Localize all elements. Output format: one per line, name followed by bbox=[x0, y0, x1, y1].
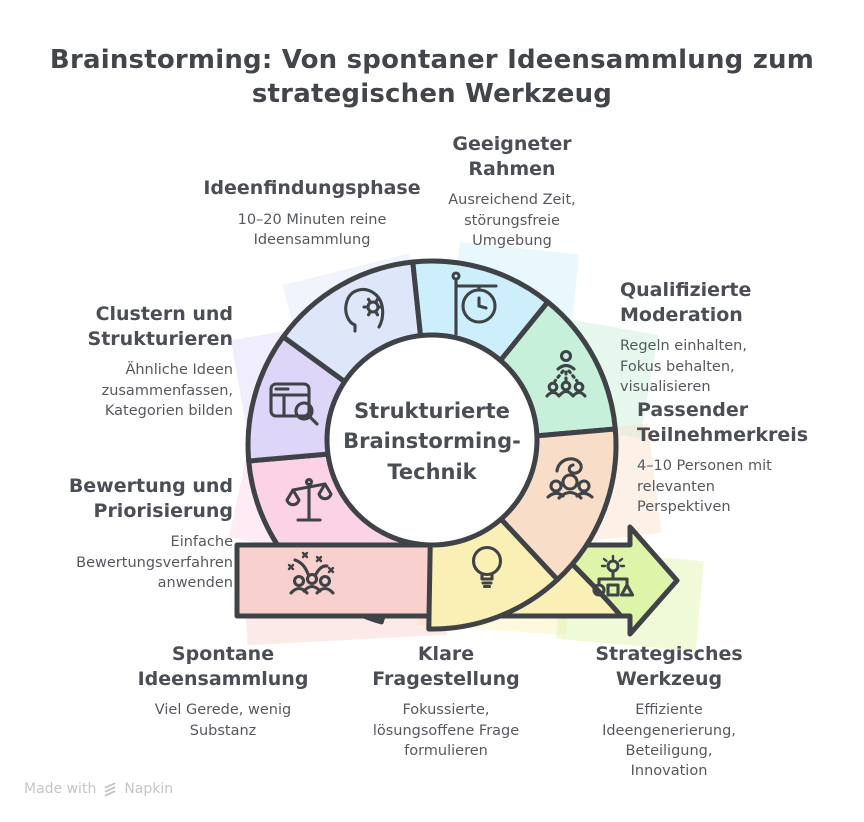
group-icon bbox=[546, 457, 594, 500]
center-circle bbox=[324, 332, 540, 548]
moderation-icon bbox=[545, 349, 587, 398]
band-spontane-ideensammlung bbox=[234, 542, 435, 619]
label-passender-teilnehmerkreis: Passender Teilnehmerkreis 4–10 Personen … bbox=[637, 398, 827, 517]
label-geeigneter-rahmen: Geeigneter Rahmen Ausreichend Zeit, stör… bbox=[412, 132, 612, 251]
step-body: Ähnliche Ideen zusammenfassen, Kategorie… bbox=[101, 362, 233, 419]
label-bewertung-priorisierung: Bewertung und Priorisierung Einfache Bew… bbox=[0, 474, 233, 593]
brand-text: Napkin bbox=[124, 781, 174, 797]
step-body: Einfache Bewertungsverfahren anwenden bbox=[76, 534, 233, 591]
head-gear-icon bbox=[344, 287, 385, 333]
step-body: 10–20 Minuten reine Ideensammlung bbox=[237, 211, 387, 248]
step-title: Spontane Ideensammlung bbox=[137, 643, 309, 690]
scale-icon bbox=[285, 477, 333, 522]
napkin-logo-icon bbox=[104, 782, 116, 797]
strategy-icon bbox=[592, 554, 635, 597]
made-with-text: Made with bbox=[24, 781, 97, 797]
step-body: Effiziente Ideengenerierung, Beteiligung… bbox=[602, 702, 736, 780]
crowd-chaos-icon bbox=[287, 551, 335, 595]
step-body: Ausreichend Zeit, störungsfreie Umgebung bbox=[448, 192, 576, 249]
step-title: Clustern und Strukturieren bbox=[87, 303, 233, 350]
step-title: Strategisches Werkzeug bbox=[595, 643, 743, 690]
step-title: Geeigneter Rahmen bbox=[452, 133, 572, 180]
step-body: Viel Gerede, wenig Substanz bbox=[154, 702, 292, 739]
step-body: Fokussierte, lösungsoffene Frage formuli… bbox=[372, 702, 520, 759]
step-body: 4–10 Personen mit relevanten Perspektive… bbox=[637, 458, 772, 515]
step-title: Passender Teilnehmerkreis bbox=[637, 399, 809, 446]
cluster-icon bbox=[269, 382, 319, 426]
clock-icon bbox=[451, 271, 498, 336]
center-label: Strukturierte Brainstorming- Technik bbox=[343, 399, 521, 484]
step-title: Qualifizierte Moderation bbox=[620, 279, 752, 326]
step-title: Bewertung und Priorisierung bbox=[68, 475, 233, 522]
label-klare-fragestellung: Klare Fragestellung Fokussierte, lösungs… bbox=[326, 642, 566, 761]
label-qualifizierte-moderation: Qualifizierte Moderation Regeln einhalte… bbox=[620, 278, 800, 397]
label-spontane-ideensammlung: Spontane Ideensammlung Viel Gerede, weni… bbox=[93, 642, 353, 741]
page-title: Brainstorming: Von spontaner Ideensammlu… bbox=[49, 45, 815, 109]
footer-credit: Made with Napkin bbox=[24, 781, 173, 797]
lightbulb-icon bbox=[471, 545, 503, 589]
label-clustern-strukturieren: Clustern und Strukturieren Ähnliche Idee… bbox=[3, 302, 233, 421]
step-title: Ideenfindungsphase bbox=[203, 177, 421, 199]
label-strategisches-werkzeug: Strategisches Werkzeug Effiziente Ideeng… bbox=[549, 642, 789, 782]
step-title: Klare Fragestellung bbox=[372, 643, 520, 690]
label-ideenfindungsphase: Ideenfindungsphase 10–20 Minuten reine I… bbox=[162, 176, 462, 250]
step-body: Regeln einhalten, Fokus behalten, visual… bbox=[620, 338, 747, 395]
